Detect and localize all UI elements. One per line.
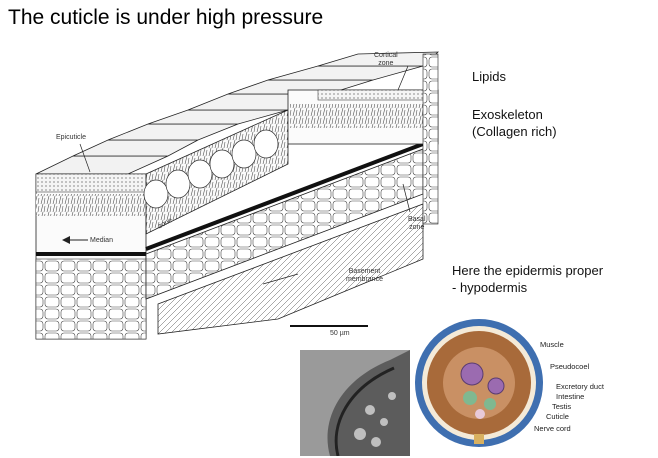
cross-section-illustration [415, 319, 543, 447]
label-basal-zone: Basal zone [408, 216, 426, 231]
micrograph-image [300, 350, 410, 456]
label-basement-membrane: Basement membrance [346, 268, 383, 283]
lens-cells [143, 129, 279, 209]
label-excretory-duct: Excretory duct [556, 382, 604, 391]
left-block [35, 173, 147, 340]
annotation-arrows [79, 65, 411, 285]
label-nerve-cord: Nerve cord [534, 424, 571, 433]
label-pseudocoel: Pseudocoel [550, 362, 590, 371]
label-testis: Testis [552, 402, 572, 411]
label-cuticle: Cuticle [546, 412, 569, 421]
label-median: Median [90, 237, 113, 244]
slide-title: The cuticle is under high pressure [8, 6, 324, 29]
note-lipids: Lipids [472, 69, 506, 84]
label-cortical-zone: Cortical zone [374, 52, 398, 67]
label-epicuticle: Epicuticle [56, 134, 86, 141]
label-scale: 50 µm [330, 330, 350, 337]
cuticle-diagram [28, 44, 448, 344]
note-exoskeleton: Exoskeleton (Collagen rich) [472, 107, 557, 139]
label-intestine: Intestine [556, 392, 585, 401]
label-muscle: Muscle [540, 340, 564, 349]
note-epidermis: Here the epidermis proper - hypodermis [452, 263, 604, 295]
right-block [287, 53, 439, 225]
